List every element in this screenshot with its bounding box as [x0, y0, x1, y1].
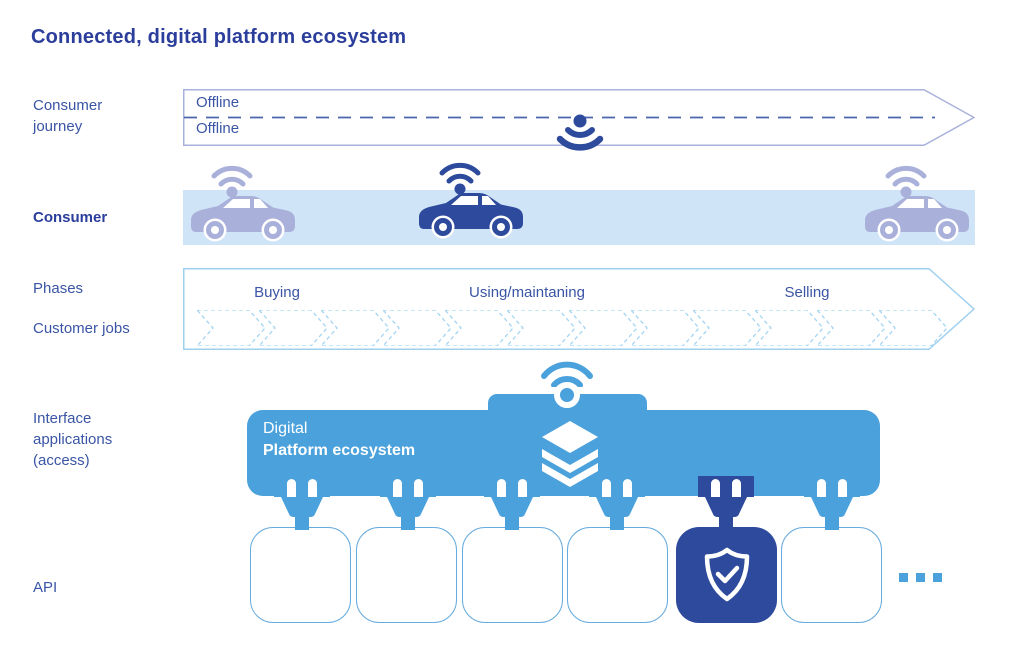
- phases-arrow: Buying Using/maintaning Selling: [183, 268, 976, 350]
- api-box: [250, 527, 351, 623]
- plug-icon: [274, 476, 330, 530]
- api-box: [356, 527, 457, 623]
- shield-check-icon: [704, 547, 749, 602]
- phase-selling: Selling: [784, 284, 830, 301]
- dot: [916, 573, 925, 582]
- connected-car-icon: [188, 164, 298, 246]
- plug-icon: [698, 476, 754, 530]
- journey-offline-bottom: Offline: [196, 120, 240, 137]
- chevron-shape: [817, 310, 885, 346]
- platform-label-ecosystem: Platform ecosystem: [263, 442, 416, 459]
- plug-icon: [380, 476, 436, 530]
- label-consumer-journey: Consumer journey: [33, 97, 103, 135]
- journey-offline-top: Offline: [196, 94, 240, 111]
- connected-car-icon: [862, 164, 972, 246]
- phase-buying: Buying: [254, 284, 300, 301]
- chevron-shape: [383, 310, 451, 346]
- chevron-shape: [569, 310, 637, 346]
- platform-ecosystem-box: Digital Platform ecosystem: [247, 410, 880, 496]
- phase-using-maintaining: Using/maintaning: [469, 284, 585, 301]
- label-api: API: [33, 579, 58, 596]
- dot: [933, 573, 942, 582]
- plug-icon: [484, 476, 540, 530]
- antenna-dot-icon: [554, 382, 580, 408]
- chevron-shape: [507, 310, 575, 346]
- chevron-shape: [259, 310, 327, 346]
- platform-label-digital: Digital: [263, 420, 308, 437]
- label-interface-applications: Interface applications (access): [33, 410, 113, 469]
- ellipsis-icon: [899, 569, 950, 587]
- plug-icon: [804, 476, 860, 530]
- chevron-shape: [879, 310, 947, 346]
- api-box: [567, 527, 668, 623]
- wifi-signal-down-icon: [550, 113, 610, 161]
- plug-icon: [589, 476, 645, 530]
- chevron-shape: [445, 310, 513, 346]
- phases-arrow-shape: [183, 268, 976, 350]
- wifi-signal-icon: [527, 357, 607, 388]
- layers-icon: [536, 421, 604, 487]
- api-box-secure: [676, 527, 777, 623]
- chevron-shape: [755, 310, 823, 346]
- label-phases: Phases: [33, 280, 84, 297]
- consumer-band: [183, 190, 975, 245]
- api-box: [781, 527, 882, 623]
- label-customer-jobs: Customer jobs: [33, 320, 130, 337]
- connected-car-icon: [416, 161, 526, 243]
- chevron-shape: [321, 310, 389, 346]
- dot: [899, 573, 908, 582]
- label-consumer: Consumer: [33, 209, 108, 226]
- page-title: Connected, digital platform ecosystem: [31, 26, 407, 48]
- chevron-shape: [693, 310, 761, 346]
- chevron-shape: [631, 310, 699, 346]
- api-box: [462, 527, 563, 623]
- chevron-shape: [197, 310, 265, 346]
